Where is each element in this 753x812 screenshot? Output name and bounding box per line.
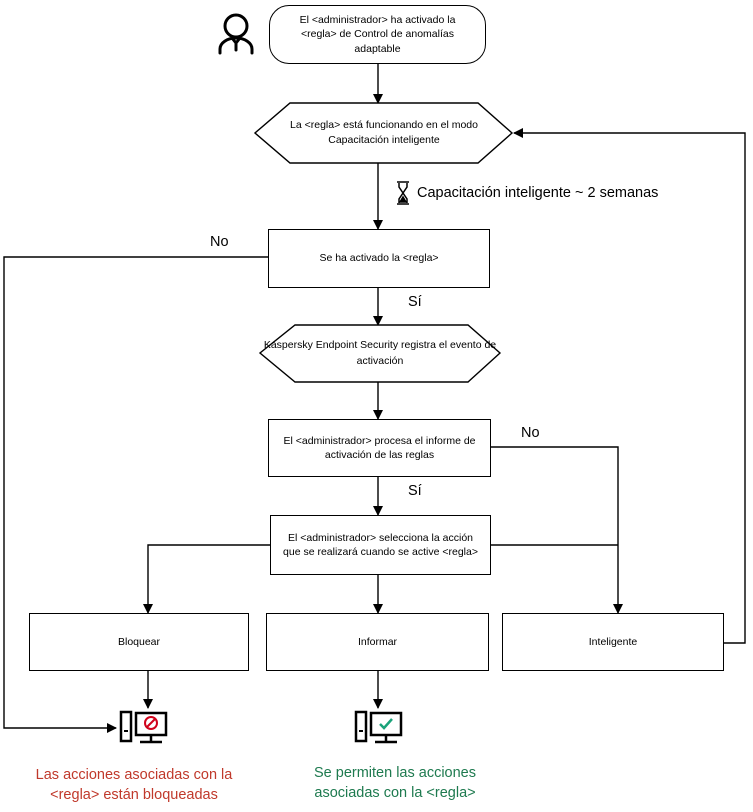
- training-duration-label: Capacitación inteligente ~ 2 semanas: [417, 185, 659, 201]
- select-action-node: El <administrador> selecciona la acción …: [270, 515, 491, 575]
- blocked-computer-icon: [119, 710, 168, 744]
- arrow-process-no-to-smart: [491, 446, 623, 614]
- arrow-select-to-block: [143, 544, 270, 614]
- rule-triggered-node: Se ha activado la <regla>: [268, 229, 490, 288]
- action-inform-node: Informar: [266, 613, 489, 671]
- log-event-label: Kaspersky Endpoint Security registra el …: [263, 339, 497, 367]
- no-label-trigger: No: [210, 234, 229, 250]
- blocked-outcome-caption: Las acciones asociadas con la <regla> es…: [35, 767, 233, 803]
- allowed-outcome-caption: Se permiten las acciones asociadas con l…: [314, 765, 476, 801]
- yes-label-trigger: Sí: [408, 294, 422, 310]
- start-node: El <administrador> ha activado la <regla…: [269, 5, 486, 64]
- user-icon: [218, 13, 254, 55]
- arrow-smart-back-to-training: [513, 128, 746, 644]
- yes-label-process: Sí: [408, 483, 422, 499]
- process-report-node: El <administrador> procesa el informe de…: [268, 419, 491, 477]
- arrow-trigger-no-to-blocked: [3, 256, 268, 733]
- training-mode-label: La <regla> está funcionando en el modo C…: [290, 118, 478, 146]
- log-event-hexagon: [258, 324, 502, 383]
- training-mode-hexagon: [253, 102, 514, 164]
- allowed-computer-icon: [354, 710, 403, 744]
- hourglass-icon: [397, 181, 409, 205]
- action-smart-node: Inteligente: [502, 613, 724, 671]
- no-label-process: No: [521, 425, 540, 441]
- action-block-node: Bloquear: [29, 613, 249, 671]
